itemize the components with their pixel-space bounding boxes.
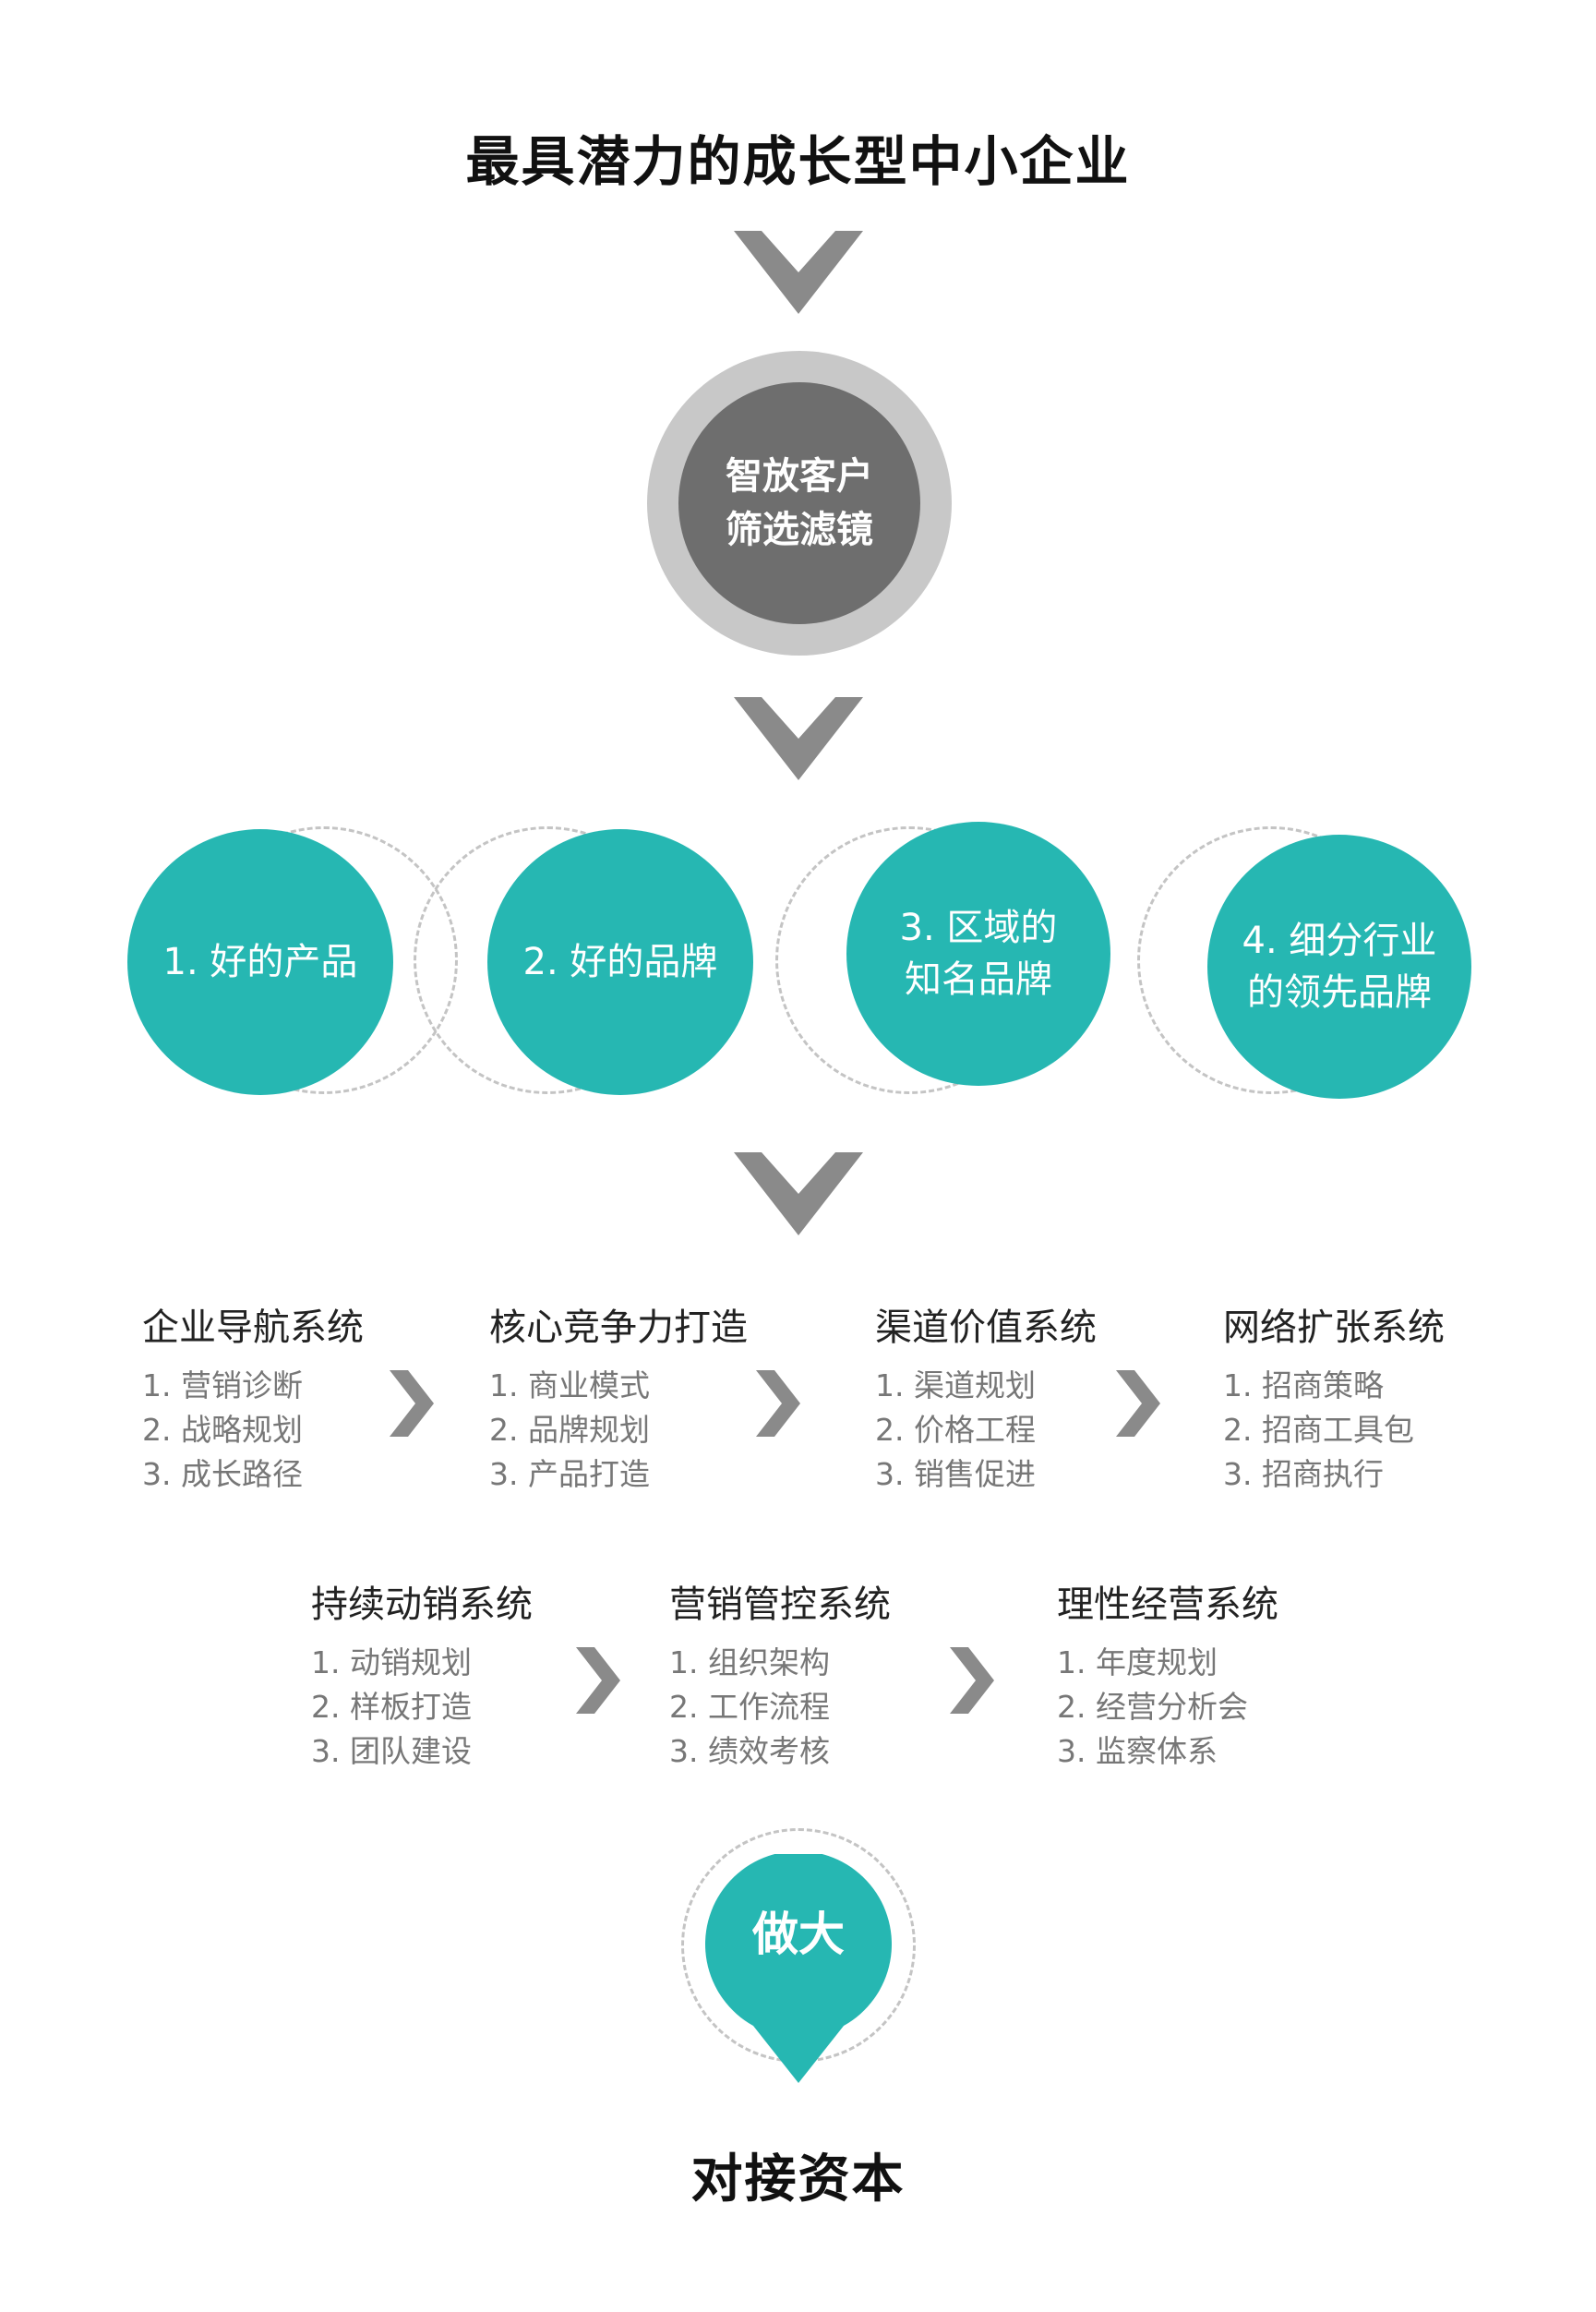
system-item: 1. 渠道规划 — [875, 1367, 1036, 1403]
footer-title: 对接资本 — [690, 2149, 906, 2210]
system-block-channel-value: 渠道价值系统 1. 渠道规划 2. 价格工程 3. 销售促进 — [875, 1297, 1097, 1497]
system-item: 3. 绩效考核 — [669, 1733, 830, 1769]
system-item: 1. 商业模式 — [489, 1367, 650, 1403]
system-item: 2. 价格工程 — [875, 1412, 1036, 1448]
system-item: 2. 样板打造 — [311, 1689, 472, 1725]
system-item: 2. 招商工具包 — [1223, 1412, 1414, 1448]
chevron-down-icon — [734, 231, 863, 314]
system-item: 3. 成长路径 — [142, 1456, 303, 1492]
system-block-core-competitiveness: 核心竞争力打造 1. 商业模式 2. 品牌规划 3. 产品打造 — [489, 1297, 748, 1497]
system-title: 渠道价值系统 — [875, 1307, 1097, 1349]
chevron-right-icon — [390, 1370, 434, 1437]
filter-line-2: 筛选滤镜 — [726, 509, 873, 551]
category-circle-good-brand: 2. 好的品牌 — [487, 829, 753, 1095]
chevron-down-icon — [734, 1152, 863, 1235]
chevron-right-icon — [950, 1647, 994, 1714]
pin-label: 做大 — [752, 1908, 845, 1961]
system-title: 网络扩张系统 — [1223, 1307, 1445, 1349]
category-circle-regional-brand: 3. 区域的 知名品牌 — [846, 822, 1110, 1086]
category-line-2: 知名品牌 — [905, 958, 1052, 1001]
chevron-down-icon — [734, 697, 863, 780]
system-block-continuous-sales: 持续动销系统 1. 动销规划 2. 样板打造 3. 团队建设 — [311, 1574, 533, 1774]
map-pin-icon — [705, 1854, 892, 2083]
chevron-right-icon — [756, 1370, 800, 1437]
system-item: 2. 工作流程 — [669, 1689, 830, 1725]
page-title: 最具潜力的成长型中小企业 — [465, 130, 1131, 193]
system-title: 营销管控系统 — [669, 1583, 891, 1626]
category-circle-good-product: 1. 好的产品 — [127, 829, 393, 1095]
filter-line-1: 智放客户 — [726, 455, 873, 498]
system-item: 2. 经营分析会 — [1057, 1689, 1248, 1725]
client-filter-circle: 智放客户 筛选滤镜 — [678, 382, 920, 624]
category-line-2: 的领先品牌 — [1247, 971, 1432, 1014]
system-block-rational-operation: 理性经营系统 1. 年度规划 2. 经营分析会 3. 监察体系 — [1057, 1574, 1278, 1774]
system-item: 1. 动销规划 — [311, 1644, 472, 1680]
system-block-marketing-control: 营销管控系统 1. 组织架构 2. 工作流程 3. 绩效考核 — [669, 1574, 891, 1774]
system-title: 企业导航系统 — [142, 1307, 364, 1349]
system-item: 1. 组织架构 — [669, 1644, 830, 1680]
system-title: 持续动销系统 — [311, 1583, 533, 1626]
system-item: 1. 年度规划 — [1057, 1644, 1218, 1680]
chevron-right-icon — [1116, 1370, 1160, 1437]
category-line-1: 2. 好的品牌 — [522, 941, 718, 983]
system-item: 3. 招商执行 — [1223, 1456, 1384, 1492]
system-item: 2. 战略规划 — [142, 1412, 303, 1448]
category-line-1: 1. 好的产品 — [162, 941, 358, 983]
system-block-enterprise-navigation: 企业导航系统 1. 营销诊断 2. 战略规划 3. 成长路径 — [142, 1297, 364, 1497]
category-circle-niche-leader: 4. 细分行业 的领先品牌 — [1207, 835, 1471, 1099]
system-item: 3. 销售促进 — [875, 1456, 1036, 1492]
system-item: 1. 招商策略 — [1223, 1367, 1384, 1403]
system-item: 1. 营销诊断 — [142, 1367, 303, 1403]
system-item: 2. 品牌规划 — [489, 1412, 650, 1448]
chevron-right-icon — [576, 1647, 620, 1714]
system-title: 核心竞争力打造 — [489, 1307, 748, 1349]
system-item: 3. 产品打造 — [489, 1456, 650, 1492]
system-block-network-expansion: 网络扩张系统 1. 招商策略 2. 招商工具包 3. 招商执行 — [1223, 1297, 1445, 1497]
category-line-1: 4. 细分行业 — [1242, 920, 1437, 962]
category-line-1: 3. 区域的 — [899, 907, 1058, 949]
system-item: 3. 监察体系 — [1057, 1733, 1218, 1769]
system-item: 3. 团队建设 — [311, 1733, 472, 1769]
system-title: 理性经营系统 — [1057, 1583, 1278, 1626]
